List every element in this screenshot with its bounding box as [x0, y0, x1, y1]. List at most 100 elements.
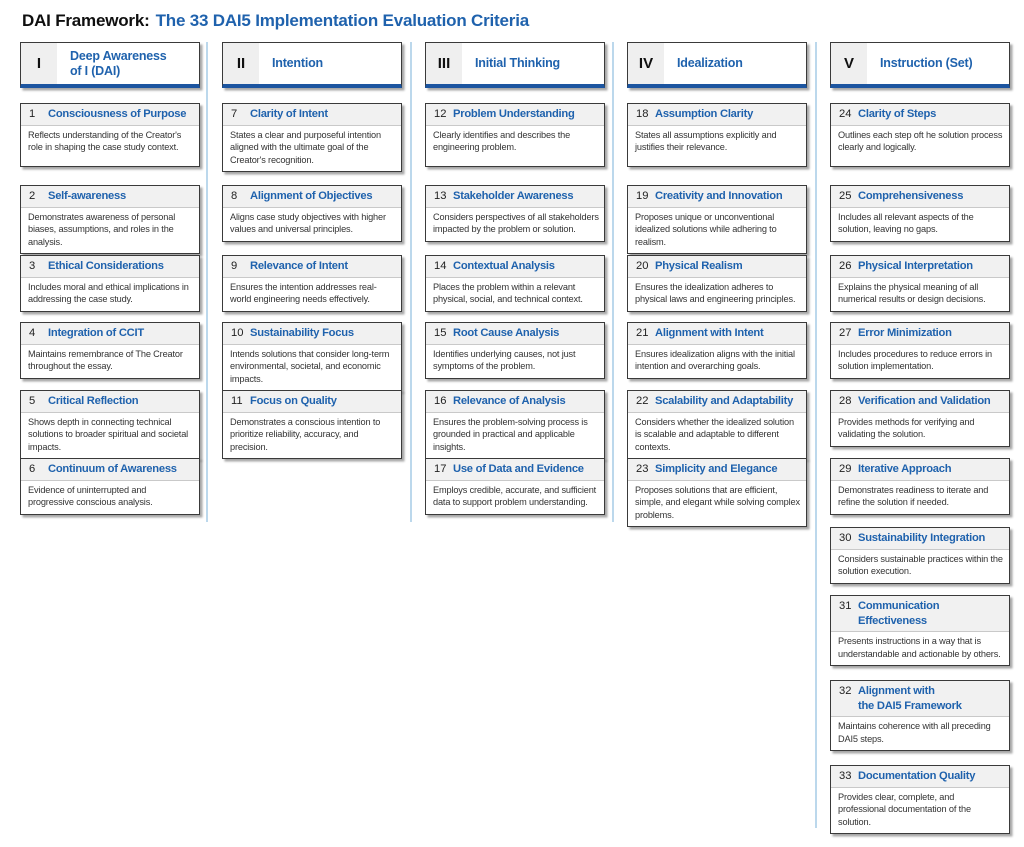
column-I: I Deep Awareness of I (DAI) 1 Consciousness…	[20, 42, 200, 527]
criterion-title: Sustainability Focus	[250, 327, 354, 339]
criterion-title: Verification and Validation	[858, 395, 991, 407]
criterion-card-head: 7 Clarity of Intent	[223, 104, 401, 126]
column-header: III Initial Thinking	[425, 42, 605, 88]
criterion-number: 29	[839, 463, 852, 475]
page-title-rest: The 33 DAI5 Implementation Evaluation Cr…	[155, 11, 530, 30]
criterion-description: Provides methods for verifying and valid…	[838, 416, 975, 440]
criterion-number: 33	[839, 770, 852, 782]
column-title: Initial Thinking	[475, 56, 560, 71]
criterion-title: Problem Understanding	[453, 108, 575, 120]
criterion-card-head: 10 Sustainability Focus	[223, 323, 401, 345]
criterion-number: 14	[434, 260, 447, 272]
column-numeral: II	[223, 43, 259, 84]
criterion-description: Ensures the problem-solving process is g…	[433, 416, 588, 452]
criterion-number: 11	[231, 395, 243, 407]
criterion-card-head: 11 Focus on Quality	[223, 391, 401, 413]
criterion-title: Assumption Clarity	[655, 108, 754, 120]
criterion-description: Includes procedures to reduce errors in …	[838, 348, 992, 372]
criterion-description: Evidence of uninterrupted and progressiv…	[28, 484, 153, 508]
criterion-number: 12	[434, 108, 447, 120]
criterion-title: Iterative Approach	[858, 463, 952, 475]
criterion-description: Demonstrates readiness to iterate and re…	[838, 484, 989, 508]
criterion-number: 7	[231, 108, 238, 120]
criterion-title: Consciousness of Purpose	[48, 108, 187, 120]
criterion-description: Proposes unique or unconventional ideali…	[635, 211, 777, 247]
criterion-title: Alignment of Objectives	[250, 190, 373, 202]
page-title-prefix: DAI Framework:	[22, 11, 150, 30]
column-title: Idealization	[677, 56, 743, 71]
criterion-number: 9	[231, 260, 238, 272]
criterion-title: Creativity and Innovation	[655, 190, 783, 202]
column-numeral: III	[426, 43, 462, 84]
criterion-number: 4	[29, 327, 36, 339]
criterion-description: Aligns case study objectives with higher…	[230, 211, 386, 235]
criterion-card-head: 23 Simplicity and Elegance	[628, 459, 806, 481]
criterion-title: Clarity of Intent	[250, 108, 328, 120]
criterion-description: Includes moral and ethical implications …	[28, 281, 189, 305]
criterion-number: 10	[231, 327, 244, 339]
criterion-number: 31	[839, 600, 852, 612]
column-divider	[206, 42, 208, 522]
criterion-number: 1	[29, 108, 36, 120]
criterion-title: Simplicity and Elegance	[655, 463, 778, 475]
criterion-title: Stakeholder Awareness	[453, 190, 574, 202]
column-title: Deep Awareness of I (DAI)	[70, 48, 167, 78]
criterion-title: Focus on Quality	[250, 395, 337, 407]
criterion-title: Clarity of Steps	[858, 108, 937, 120]
criterion-number: 13	[434, 190, 447, 202]
criterion-description: States all assumptions explicitly and ju…	[635, 129, 777, 153]
criterion-description: Identifies underlying causes, not just s…	[433, 348, 576, 372]
criterion-title: Communication Effectiveness	[858, 600, 940, 627]
criterion-number: 23	[636, 463, 649, 475]
criterion-number: 25	[839, 190, 852, 202]
criterion-title: Root Cause Analysis	[453, 327, 560, 339]
criterion-card-head: 12 Problem Understanding	[426, 104, 604, 126]
criterion-description: Ensures idealization aligns with the ini…	[635, 348, 795, 372]
column-title: Intention	[272, 56, 323, 71]
column-numeral: V	[831, 43, 867, 84]
criterion-number: 24	[839, 108, 852, 120]
criterion-description: Shows depth in connecting technical solu…	[28, 416, 189, 452]
column-numeral: I	[21, 43, 57, 84]
criterion-title: Alignment with Intent	[655, 327, 764, 339]
criterion-title: Relevance of Analysis	[453, 395, 566, 407]
column-III: III Initial Thinking 12 Problem Understandi…	[425, 42, 605, 527]
criterion-description: Maintains remembrance of The Creator thr…	[28, 348, 183, 372]
